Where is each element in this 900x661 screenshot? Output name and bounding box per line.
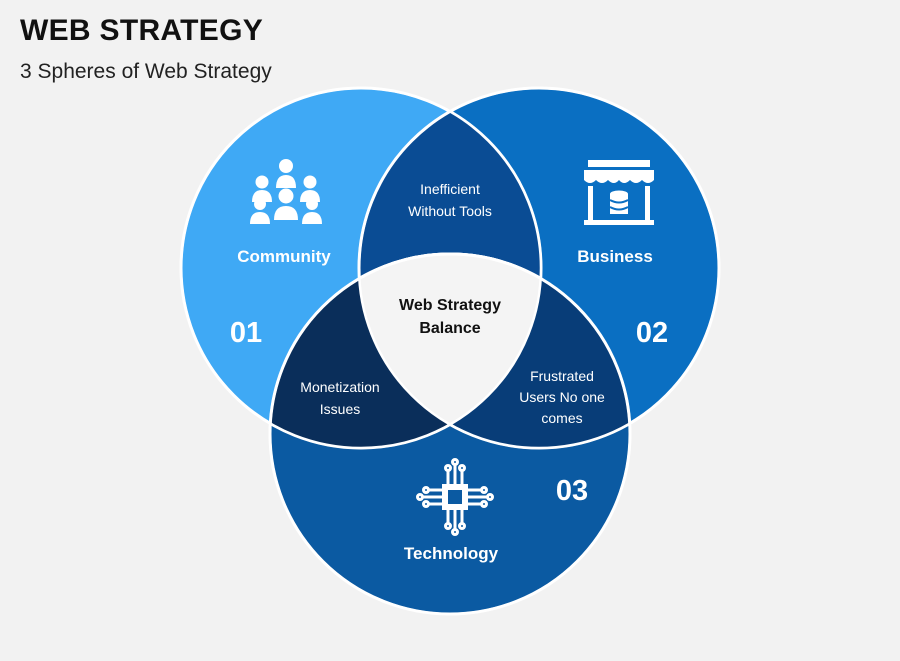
overlap-business-technology-label-line2: Users No one: [519, 389, 605, 405]
storefront-icon: [584, 160, 654, 225]
overlap-community-technology-label-line1: Monetization: [300, 379, 379, 395]
page-subtitle: 3 Spheres of Web Strategy: [20, 60, 272, 83]
overlap-community-business-label-line1: Inefficient: [420, 181, 480, 197]
business-number: 02: [636, 317, 668, 349]
technology-label: Technology: [404, 544, 499, 563]
business-label: Business: [577, 247, 653, 266]
circuit-chip-icon: [416, 458, 494, 536]
overlap-business-technology-label-line1: Frustrated: [530, 368, 594, 384]
technology-number: 03: [556, 475, 588, 507]
community-label: Community: [237, 247, 331, 266]
center-label-line1: Web Strategy: [399, 297, 501, 314]
page-title: WEB STRATEGY: [20, 14, 264, 47]
center-label-line2: Balance: [419, 320, 480, 337]
overlap-business-technology-label-line3: comes: [541, 410, 582, 426]
overlap-community-business-label-line2: Without Tools: [408, 203, 492, 219]
people-group-icon: [250, 159, 322, 224]
overlap-community-technology-label-line2: Issues: [320, 401, 360, 417]
community-number: 01: [230, 317, 262, 349]
